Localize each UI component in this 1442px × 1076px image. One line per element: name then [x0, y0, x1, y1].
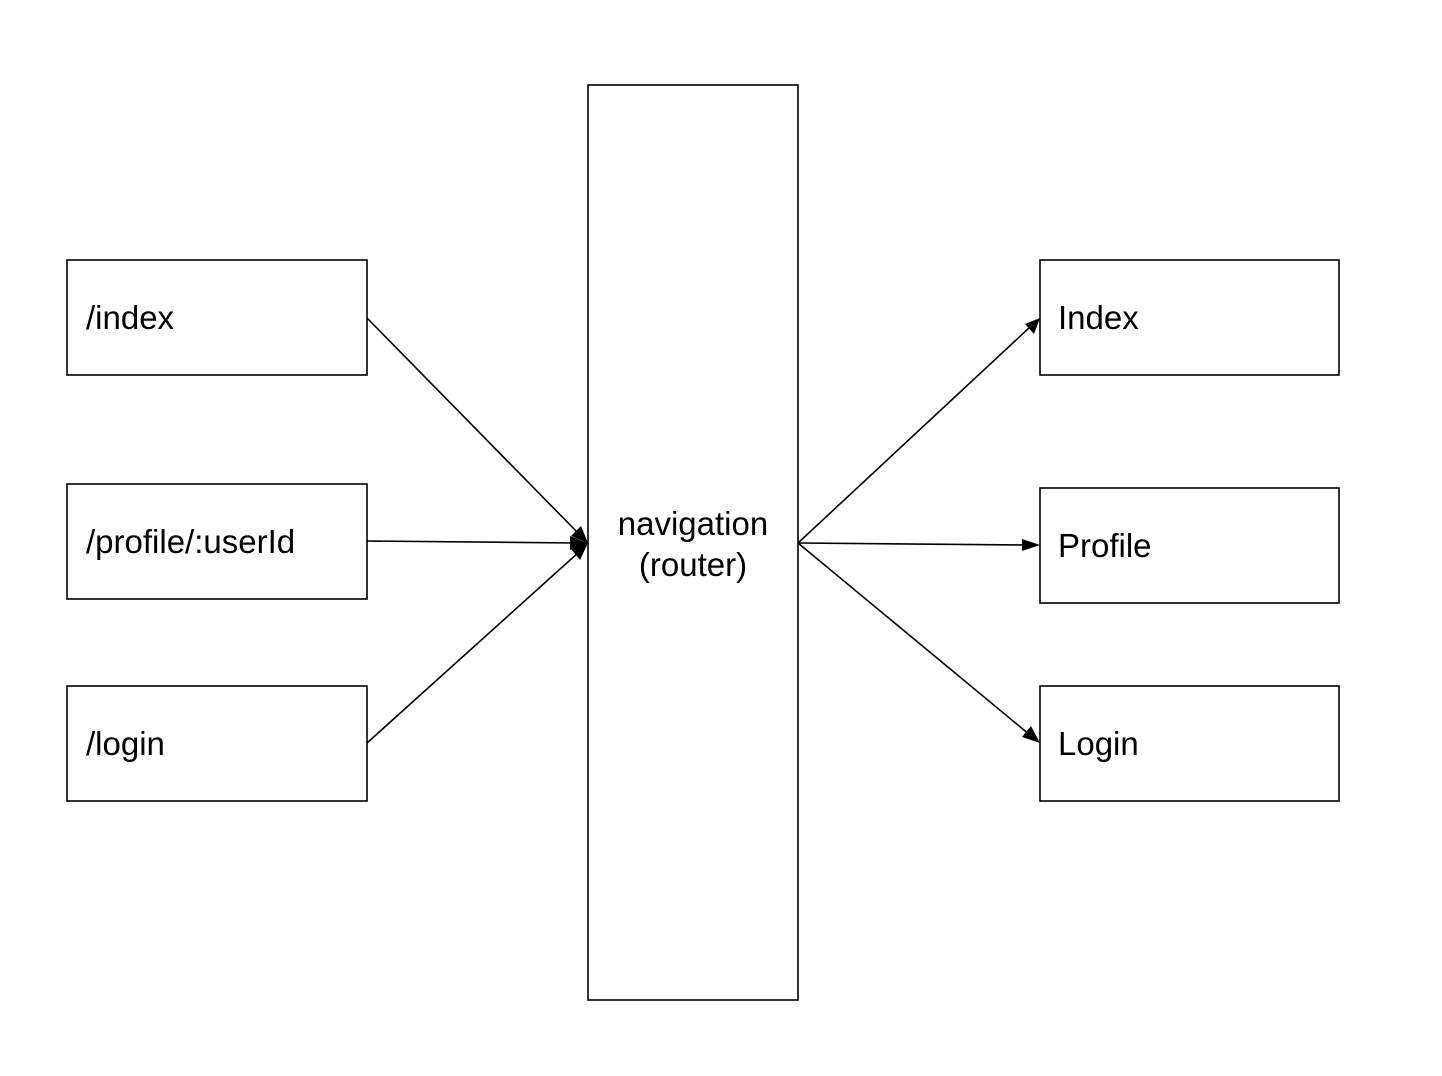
- route-label-login: /login: [86, 725, 165, 762]
- edge-line: [366, 551, 580, 744]
- route-box-login: [66, 685, 368, 802]
- arrowhead-icon: [1022, 726, 1040, 743]
- screen-box-login: [1039, 685, 1340, 802]
- edge-router-to-screen-profile: [797, 539, 1040, 551]
- route-box-profile: [66, 483, 368, 600]
- arrowhead-icon: [1025, 318, 1040, 334]
- arrowhead-icon: [571, 526, 588, 543]
- screen-label-index: Index: [1058, 299, 1139, 336]
- arrowhead-icon: [571, 543, 588, 560]
- screen-box-index: [1039, 259, 1340, 376]
- route-node-profile: /profile/:userId: [66, 483, 368, 600]
- edge-route-profile-to-router: [366, 536, 588, 550]
- edge-route-index-to-router: [366, 317, 588, 543]
- router-label-line1: navigation: [618, 505, 768, 542]
- edge-line: [797, 326, 1031, 544]
- screen-node-login: Login: [1039, 685, 1340, 802]
- edge-line: [366, 317, 580, 535]
- router-node: navigation (router): [587, 84, 799, 1001]
- route-node-index: /index: [66, 259, 368, 376]
- edge-router-to-screen-login: [797, 542, 1040, 743]
- edge-route-login-to-router: [366, 543, 588, 744]
- screen-label-login: Login: [1058, 725, 1139, 762]
- router-label-line2: (router): [639, 546, 747, 583]
- screen-box-profile: [1039, 487, 1340, 604]
- screen-label-profile: Profile: [1058, 527, 1152, 564]
- edge-line: [797, 542, 1031, 736]
- edge-line: [797, 542, 1028, 546]
- route-label-profile: /profile/:userId: [86, 523, 295, 560]
- screen-node-index: Index: [1039, 259, 1340, 376]
- route-node-login: /login: [66, 685, 368, 802]
- edge-line: [366, 540, 577, 544]
- arrowhead-icon: [1022, 539, 1040, 551]
- route-box-index: [66, 259, 368, 376]
- router-box: [587, 84, 799, 1001]
- edge-router-to-screen-index: [797, 318, 1040, 544]
- screen-node-profile: Profile: [1039, 487, 1340, 604]
- arrowhead-icon: [570, 536, 588, 550]
- route-label-index: /index: [86, 299, 175, 336]
